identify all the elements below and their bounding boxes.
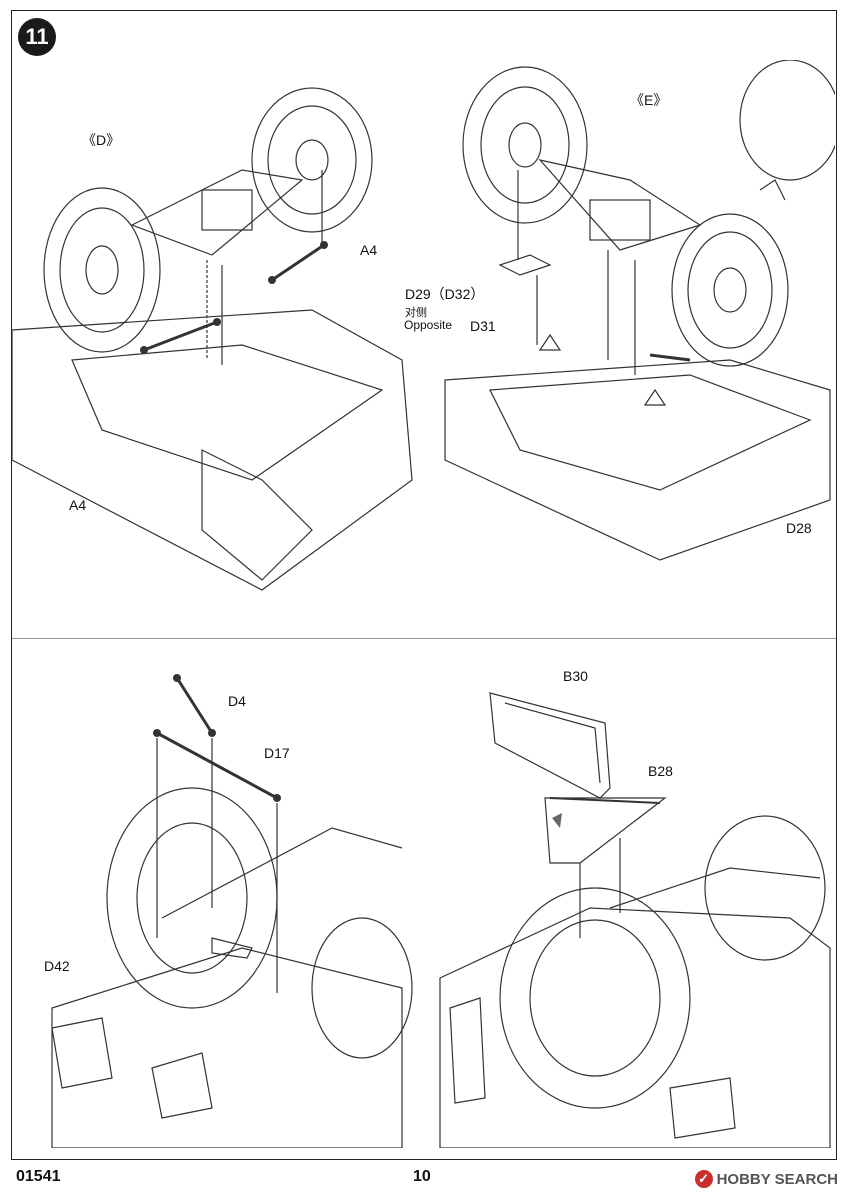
page-frame bbox=[11, 10, 837, 1160]
hobby-search-logo-icon: ✓ bbox=[694, 1170, 713, 1188]
panel-bottom-left: D4 D17 D42 bbox=[12, 648, 422, 1148]
vertical-divider-top bbox=[424, 60, 425, 630]
watermark-text: HOBBY SEARCH bbox=[716, 1170, 838, 1188]
label-A4-top: A4 bbox=[360, 242, 378, 258]
step-number-badge: 11 bbox=[18, 18, 56, 56]
label-D28: D28 bbox=[786, 520, 812, 536]
panel-top-right: 《E》 D29（D32） 对侧 Opposite D31 D28 bbox=[404, 60, 835, 630]
label-B28: B28 bbox=[648, 763, 673, 779]
panel-bottom-right: B30 B28 bbox=[430, 648, 835, 1148]
product-code: 01541 bbox=[16, 1168, 61, 1185]
axle-assembly-drawing-top-left bbox=[12, 87, 413, 591]
page-number: 10 bbox=[413, 1168, 431, 1185]
label-D: 《D》 bbox=[82, 132, 121, 148]
label-D42: D42 bbox=[44, 958, 70, 974]
label-B30: B30 bbox=[563, 668, 588, 684]
label-E: 《E》 bbox=[630, 92, 668, 108]
axle-assembly-drawing-top-right bbox=[444, 60, 835, 561]
label-D17: D17 bbox=[264, 745, 290, 761]
label-opposite: Opposite bbox=[404, 318, 453, 332]
watermark: ✓ HOBBY SEARCH bbox=[694, 1170, 838, 1188]
label-D29: D29（D32） bbox=[405, 286, 485, 302]
steering-assembly-drawing-bottom-left bbox=[51, 674, 413, 1148]
label-D31: D31 bbox=[470, 318, 496, 334]
label-A4-bottom: A4 bbox=[69, 497, 87, 513]
bracket-assembly-drawing-bottom-right bbox=[439, 692, 831, 1148]
label-opposite-cn: 对侧 bbox=[405, 307, 427, 319]
label-D4: D4 bbox=[228, 693, 246, 709]
panel-top-left: 《D》 A4 A4 bbox=[12, 60, 422, 630]
horizontal-divider bbox=[12, 638, 836, 639]
